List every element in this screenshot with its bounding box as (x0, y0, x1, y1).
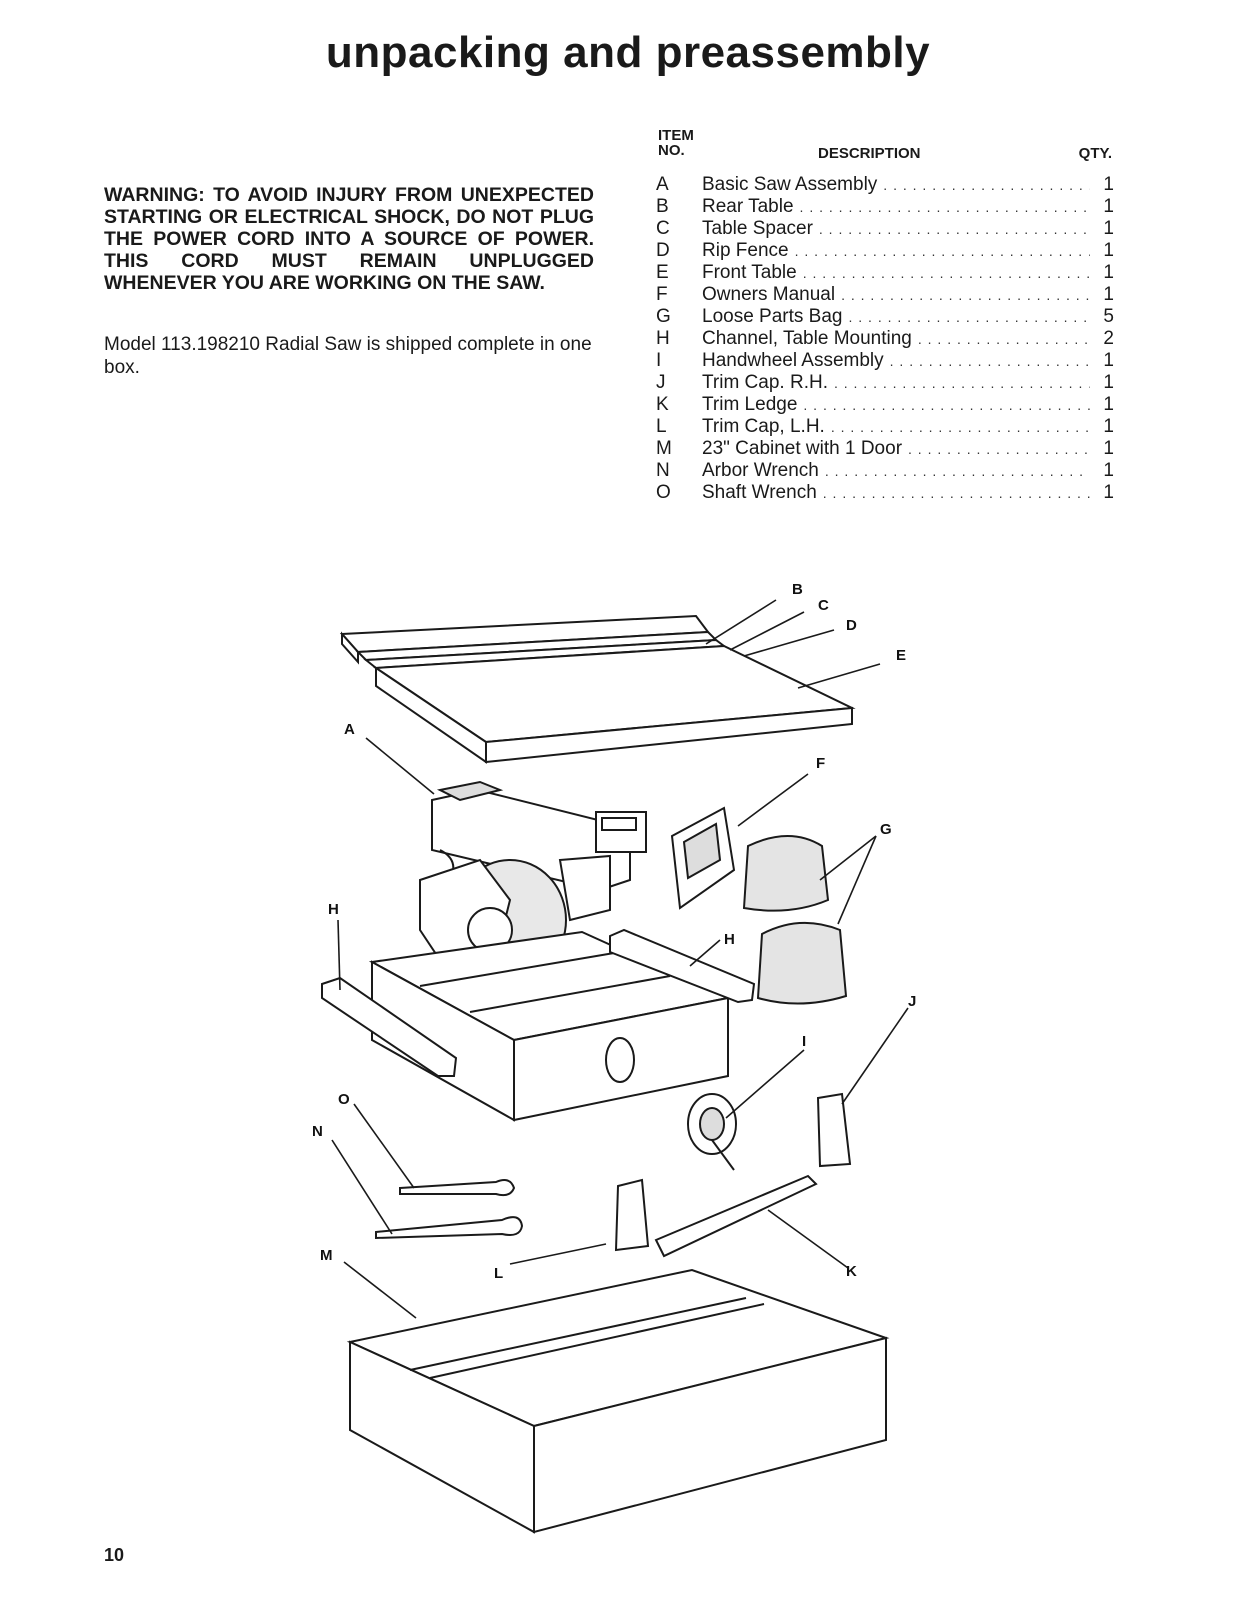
parts-row: D Rip Fence 1 (650, 240, 1120, 262)
page-number: 10 (104, 1545, 125, 1565)
item-description: Trim Cap. R.H. (702, 372, 828, 393)
item-qty: 1 (1103, 240, 1114, 261)
item-no: K (656, 394, 669, 415)
item-qty: 2 (1103, 328, 1114, 349)
item-qty: 1 (1103, 218, 1114, 239)
diagram-label-d: D (846, 617, 857, 634)
item-no: C (656, 218, 670, 239)
item-qty: 1 (1103, 196, 1114, 217)
leader-arrows (331, 599, 909, 1319)
item-no: G (656, 306, 671, 327)
item-no: O (656, 482, 671, 503)
item-qty: 5 (1103, 306, 1114, 327)
diagram-label-b: B (792, 581, 803, 598)
item-qty: 1 (1103, 460, 1114, 481)
item-no: F (656, 284, 668, 305)
item-description: Handwheel Assembly (702, 350, 884, 371)
diagram-label-g: G (880, 821, 892, 838)
item-no: M (656, 438, 672, 459)
item-description: Trim Ledge (702, 394, 798, 415)
item-qty: 1 (1103, 438, 1114, 459)
handwheel-illustration (687, 1093, 737, 1171)
item-description: Arbor Wrench (702, 460, 819, 481)
item-description: Loose Parts Bag (702, 306, 843, 327)
parts-row: M 23" Cabinet with 1 Door 1 (650, 438, 1120, 460)
item-description: Table Spacer (702, 218, 813, 239)
item-no: N (656, 460, 670, 481)
saw-assembly-illustration (419, 780, 647, 981)
item-qty: 1 (1103, 416, 1114, 437)
table-boards-illustration (339, 614, 856, 764)
item-qty: 1 (1103, 174, 1114, 195)
parts-row: B Rear Table 1 (650, 196, 1120, 218)
parts-table: ITEM NO. DESCRIPTION QTY. A Basic Saw Ass… (650, 128, 1120, 504)
diagram-label-o: O (338, 1091, 350, 1108)
diagram-label-l: L (494, 1265, 503, 1282)
diagram-label-a: A (344, 721, 355, 738)
wrenches-illustration (375, 1179, 524, 1240)
parts-row: I Handwheel Assembly 1 (650, 350, 1120, 372)
cabinet-box-illustration (346, 1268, 890, 1534)
parts-row: C Table Spacer 1 (650, 218, 1120, 240)
item-qty: 1 (1103, 262, 1114, 283)
parts-bags-illustration (742, 835, 848, 1005)
diagram-label-m: M (320, 1247, 333, 1264)
item-no: D (656, 240, 670, 261)
parts-row: G Loose Parts Bag 5 (650, 306, 1120, 328)
diagram-label-j: J (908, 993, 916, 1010)
item-no: L (656, 416, 667, 437)
parts-table-header: ITEM NO. DESCRIPTION QTY. (650, 128, 1120, 174)
diagram-label-c: C (818, 597, 829, 614)
channel-right-illustration (609, 928, 756, 1004)
header-item-no: ITEM NO. (658, 127, 694, 159)
item-description: Owners Manual (702, 284, 836, 305)
parts-row: O Shaft Wrench 1 (650, 482, 1120, 504)
item-qty: 1 (1103, 394, 1114, 415)
diagram-label-n: N (312, 1123, 323, 1140)
parts-row: J Trim Cap. R.H. 1 (650, 372, 1120, 394)
parts-row: H Channel, Table Mounting 2 (650, 328, 1120, 350)
item-no: I (656, 350, 662, 371)
item-qty: 1 (1103, 372, 1114, 393)
parts-row: F Owners Manual 1 (650, 284, 1120, 306)
item-no: H (656, 328, 670, 349)
item-description: Rear Table (702, 196, 794, 217)
parts-row: L Trim Cap, L.H. 1 (650, 416, 1120, 438)
item-description: Channel, Table Mounting (702, 328, 912, 349)
item-description: Shaft Wrench (702, 482, 817, 503)
diagram-label-h-right: H (724, 931, 735, 948)
intro-text: Model 113.198210 Radial Saw is shipped c… (104, 334, 592, 378)
owners-manual-illustration (670, 806, 736, 910)
item-description: Rip Fence (702, 240, 789, 261)
item-description: Front Table (702, 262, 797, 283)
parts-row: A Basic Saw Assembly 1 (650, 174, 1120, 196)
item-description: 23" Cabinet with 1 Door (702, 438, 903, 459)
item-description: Trim Cap, L.H. (702, 416, 825, 437)
item-no: B (656, 196, 669, 217)
item-qty: 1 (1103, 482, 1114, 503)
diagram-label-i: I (802, 1033, 806, 1050)
item-no: J (656, 372, 666, 393)
item-description: Basic Saw Assembly (702, 174, 878, 195)
diagram-label-f: F (816, 755, 825, 772)
item-no: A (656, 174, 669, 195)
diagram-label-e: E (896, 647, 906, 664)
item-qty: 1 (1103, 350, 1114, 371)
trim-parts-illustration (614, 1092, 852, 1258)
parts-row: K Trim Ledge 1 (650, 394, 1120, 416)
warning-text: WARNING: TO AVOID INJURY FROM UNEXPECTED… (104, 184, 594, 294)
item-qty: 1 (1103, 284, 1114, 305)
page-title: unpacking and preassembly (325, 28, 931, 77)
parts-row: N Arbor Wrench 1 (650, 460, 1120, 482)
diagram-label-h-left: H (328, 901, 339, 918)
parts-row: E Front Table 1 (650, 262, 1120, 284)
header-description: DESCRIPTION (818, 145, 921, 162)
header-qty: QTY. (1078, 145, 1112, 162)
item-no: E (656, 262, 669, 283)
diagram-label-k: K (846, 1263, 857, 1280)
